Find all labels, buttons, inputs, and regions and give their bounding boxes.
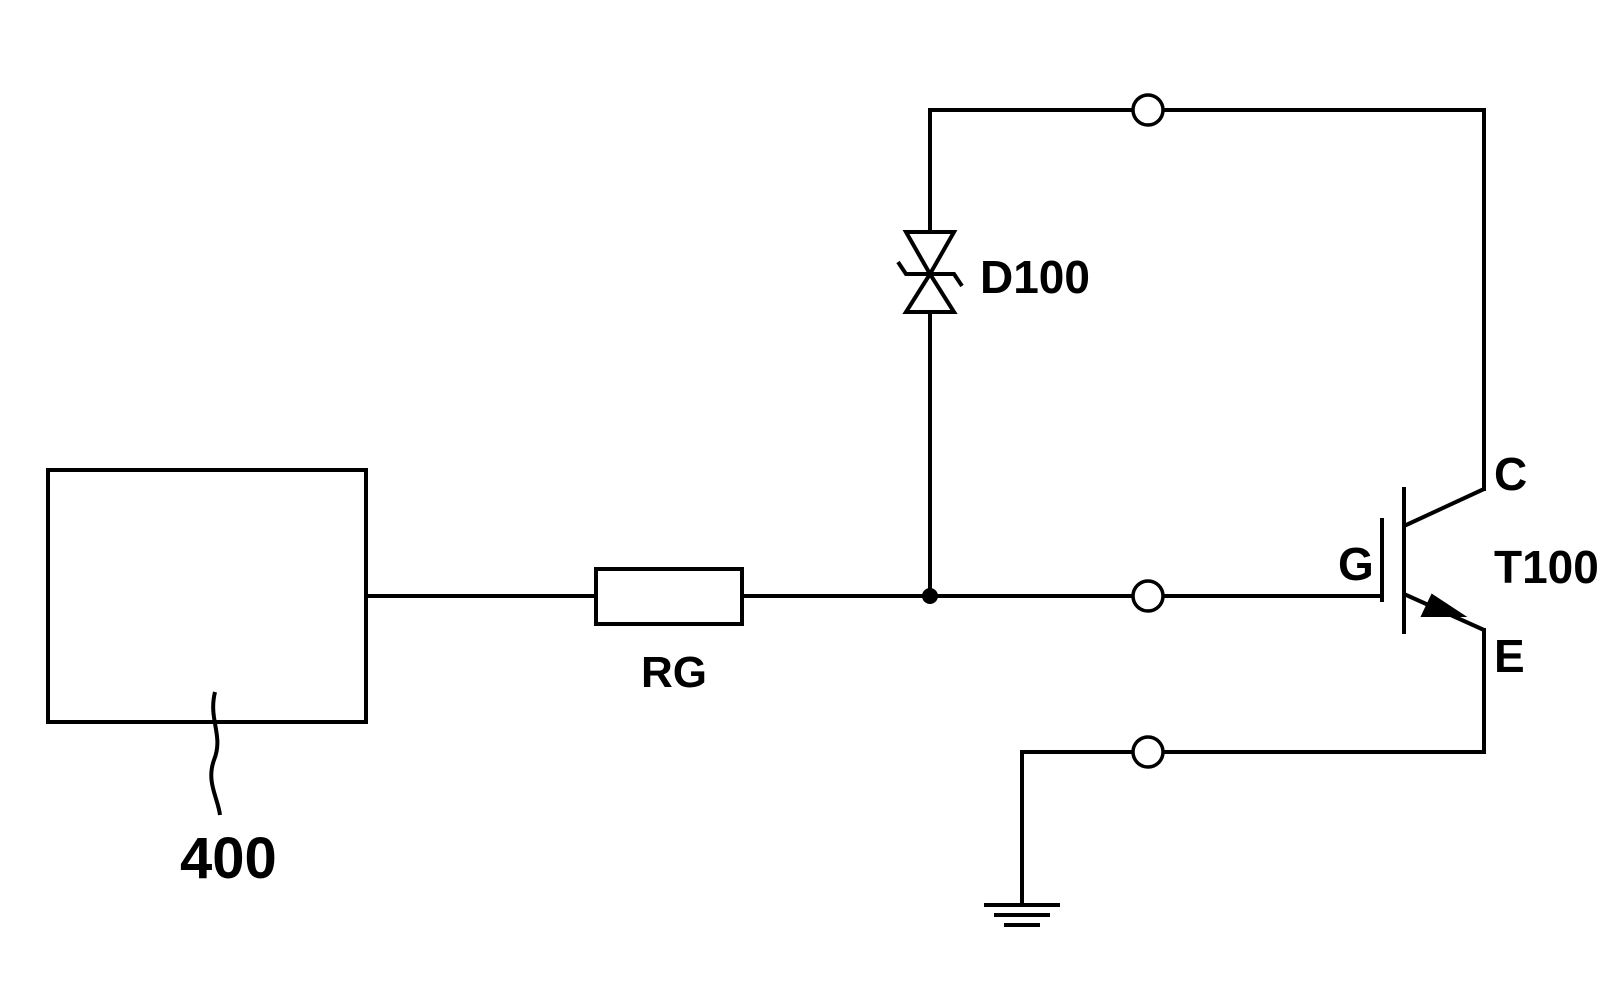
transistor-t100: T100 C G E: [1338, 448, 1599, 682]
terminal-gate: [1133, 581, 1163, 611]
terminal-top: [1133, 95, 1163, 125]
emitter-arrow: [1422, 595, 1464, 616]
diode-label: D100: [980, 251, 1090, 303]
terminal-emitter: [1133, 737, 1163, 767]
collector-label: C: [1494, 448, 1527, 500]
control-block-400: 400: [48, 470, 366, 891]
ground-symbol: [984, 905, 1060, 925]
collector-lead: [1404, 489, 1484, 526]
transistor-label: T100: [1494, 541, 1599, 593]
block-label: 400: [180, 826, 277, 891]
emitter-label: E: [1494, 630, 1525, 682]
resistor-rg: RG: [596, 569, 742, 697]
diode-d100: D100: [898, 232, 1090, 312]
resistor-label: RG: [641, 648, 707, 697]
gate-label: G: [1338, 538, 1374, 590]
